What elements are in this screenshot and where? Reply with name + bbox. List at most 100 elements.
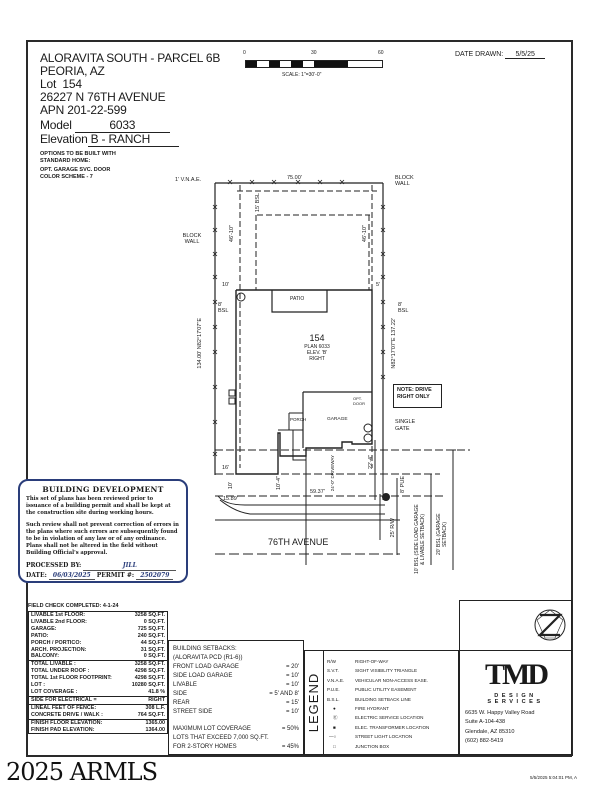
row-value: 3258 SQ.FT.: [134, 661, 165, 668]
date-drawn-value: 5/5/25: [505, 51, 546, 59]
row-value: 764 SQ.FT.: [137, 711, 165, 718]
row-value: 308 L.F.: [145, 704, 165, 711]
building-setbacks: BUILDING SETBACKS: (ALORAVITA PCD (R1-6)…: [168, 640, 304, 755]
row-label: GARAGE:: [31, 625, 57, 632]
setbacks-subtitle: (ALORAVITA PCD (R1-6)): [173, 655, 243, 661]
table-row: FINISH PAD ELEVATION:1364.00: [31, 727, 165, 734]
row-value: 0 SQ.FT.: [143, 618, 165, 625]
lot-line: Lot 154: [40, 77, 82, 91]
building-development-stamp: BUILDING DEVELOPMENT This set of plans h…: [18, 479, 188, 583]
row-value: 0 SQ.FT.: [143, 653, 165, 660]
garage-label: GARAGE: [327, 417, 348, 422]
model-line: Model 6033: [40, 118, 170, 133]
setback-row: STREET SIDE= 10': [173, 708, 299, 717]
legend-row: □JUNCTION BOX: [327, 742, 429, 751]
max-coverage-value: = 50%: [281, 726, 299, 732]
legend-desc: FIRE HYDRANT: [355, 706, 389, 712]
handing-label: RIGHT: [309, 356, 325, 362]
apn-line: APN 201-22-599: [40, 103, 127, 117]
legend-title-box: LEGEND: [305, 651, 324, 754]
junction-box-icon: □: [333, 743, 336, 749]
elev-label: ELEV. 'B': [306, 350, 328, 356]
row-value: RIGHT: [148, 696, 165, 703]
legend-row: V.N.A.E.VEHICULAR NON-ACCESS EASE.: [327, 676, 429, 685]
setback-value: = 5' AND 8': [269, 691, 299, 697]
stamp-title: BUILDING DEVELOPMENT: [42, 485, 164, 494]
legend-key: S.V.T.: [327, 668, 339, 674]
table-row: LOT :10280 SQ.FT.: [31, 682, 165, 689]
row-label: PORCH / PORTICO:: [31, 639, 82, 646]
stamp-processed-by: PROCESSED BY: JILL: [26, 561, 180, 571]
street-name: 76TH AVENUE: [268, 537, 329, 547]
row-label: SIDE FOR ELECTRICAL =: [31, 696, 97, 703]
side-right-5: 5': [376, 282, 381, 288]
opt-door-label: OPT. DOOR: [353, 396, 365, 406]
dim-22-4: 22'-4": [368, 455, 374, 470]
table-row: PATIO: 240 SQ.FT.: [31, 633, 165, 640]
area-group-1: LIVABLE 1st FLOOR:3258 SQ.FT. LIVABLE 2n…: [28, 611, 168, 662]
setback-value: = 20': [286, 664, 299, 670]
field-check: FIELD CHECK COMPLETED: 4-1-24: [28, 603, 119, 609]
processed-label: PROCESSED BY:: [26, 562, 82, 569]
row-label: LIVABLE 1st FLOOR:: [31, 612, 86, 618]
project-city: PEORIA, AZ: [40, 64, 105, 78]
stamp-date-permit: DATE: 06/03/2025 PERMIT #: 2502079: [26, 571, 180, 580]
left-length: 134.00': [197, 350, 203, 369]
legend-row: ●FIRE HYDRANT: [327, 704, 429, 713]
rear-setback-label: 15' BSL: [255, 193, 261, 213]
row-value: 41.8 %: [148, 688, 165, 695]
table-row: FINISH FLOOR ELEVATION:1365.00: [31, 720, 165, 727]
stamp-paragraph-1: This set of plans has been reviewed prio…: [26, 496, 171, 516]
area-group-3: SIDE FOR ELECTRICAL = RIGHT: [28, 696, 168, 705]
date-drawn-label: DATE DRAWN:: [455, 51, 504, 58]
bsl-20-label: 20' BSL (GARAGE SETBACK): [436, 513, 448, 555]
table-row: LIVABLE 2nd FLOOR:0 SQ.FT.: [31, 619, 165, 626]
legend-key: P.U.E.: [327, 687, 340, 693]
company-phone: (602) 882-5419: [465, 738, 504, 745]
row-label: CONCRETE DRIVE / WALK :: [31, 711, 103, 718]
row-label: PATIO:: [31, 632, 49, 639]
table-row: LINEAL FEET OF FENCE: 308 L.F.: [31, 705, 165, 712]
electric-service-icon: Ⓔ: [333, 715, 338, 721]
row-label: LINEAL FEET OF FENCE:: [31, 704, 97, 711]
scale-label: SCALE: 1"=30'-0": [282, 72, 322, 78]
row-label: FINISH FLOOR ELEVATION:: [31, 719, 103, 726]
company-logo: TMD: [485, 658, 549, 691]
lot-label: Lot: [40, 77, 57, 91]
setback-label: SIDE LOAD GARAGE: [173, 673, 233, 679]
table-row: TOTAL 1st FLOOR FOOTPRINT:4298 SQ.FT.: [31, 675, 165, 682]
left-bearing-length: 134.00' N82°17'07"E: [197, 318, 203, 369]
processed-by-value: JILL: [83, 561, 177, 571]
address-line-2: Suite A-104-438: [465, 719, 506, 726]
dim-10-4: 10'-4": [276, 476, 282, 491]
scale-tick-30: 30: [311, 50, 317, 56]
row-value: 725 SQ.FT.: [137, 625, 165, 632]
legend-desc: STREET LIGHT LOCATION: [355, 734, 413, 740]
elevation-value: B - RANCH: [87, 132, 179, 147]
setback-label: REAR: [173, 700, 190, 706]
setback-value: = 10': [286, 682, 299, 688]
plan-labels: PLAN 6033 ELEV. 'B' RIGHT: [287, 344, 347, 362]
legend-row: P.U.E.PUBLIC UTILITY EASEMENT: [327, 685, 429, 694]
address-line-1: 6635 W. Happy Valley Road: [465, 710, 535, 716]
row-label: ARCH. PROJECTION:: [31, 646, 87, 653]
side-right-bsl: 8' BSL: [398, 302, 409, 314]
permit-label: PERMIT #:: [96, 572, 135, 579]
legend-row: ■ELEC. TRANSFORMER LOCATION: [327, 723, 429, 732]
row-value: 31 SQ.FT.: [140, 646, 165, 653]
row-label: TOTAL UNDER ROOF :: [31, 668, 90, 675]
apn-value: 201-22-599: [67, 103, 127, 117]
table-row: TOTAL UNDER ROOF :4298 SQ.FT.: [31, 668, 165, 675]
row-value: 1364.00: [145, 726, 166, 733]
legend-key: B.S.L.: [327, 696, 340, 702]
legend-row: B.S.L.BUILDING SETBACK LINE: [327, 695, 429, 704]
setback-value: = 10': [286, 673, 299, 679]
watermark: 2025 ARMLS: [6, 758, 158, 786]
sheet-border-left: [26, 40, 28, 756]
row-value: 240 SQ.FT.: [137, 632, 165, 639]
dim-driveway: 24'-0" DRIVEWAY: [330, 455, 335, 492]
